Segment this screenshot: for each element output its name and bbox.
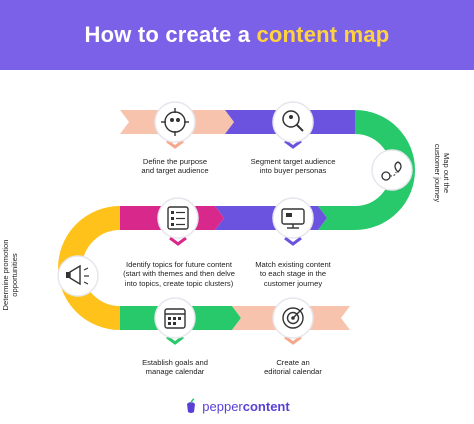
target-arrow-icon — [272, 297, 314, 339]
caption-define: Define the purpose and target audience — [141, 157, 209, 176]
caption-identify: Identify topics for future content (star… — [123, 260, 235, 288]
chevron-match — [284, 236, 302, 246]
chevron-create — [284, 335, 302, 345]
caption-map: Map out the customer journey — [433, 143, 451, 203]
chevron-segment — [284, 139, 302, 149]
caption-segment: Segment target audience into buyer perso… — [250, 157, 336, 176]
process-flow — [57, 101, 415, 345]
caption-match: Match existing content to each stage in … — [255, 260, 331, 288]
band-green-middle — [318, 206, 355, 230]
chevron-establish — [166, 335, 184, 345]
header-banner: How to create a content map — [0, 0, 474, 70]
target-people-icon — [154, 101, 196, 143]
page-title: How to create a content map — [85, 22, 390, 48]
checklist-icon — [157, 197, 199, 239]
journey-pin-icon — [371, 149, 413, 191]
monitor-content-icon — [272, 197, 314, 239]
pepper-logo-icon — [187, 398, 196, 413]
megaphone-icon — [57, 255, 99, 297]
magnifier-people-icon — [272, 101, 314, 143]
chevron-define — [166, 139, 184, 149]
title-highlight: content map — [256, 22, 390, 47]
chevron-identify — [169, 236, 187, 246]
footer-brand: peppercontent — [0, 392, 474, 420]
caption-create: Create an editorial calendar — [264, 358, 322, 377]
brand-name: peppercontent — [202, 398, 290, 414]
caption-promote: Determine promotion opportunities — [1, 239, 19, 311]
title-prefix: How to create a — [84, 22, 257, 47]
caption-establish: Establish goals and manage calendar — [142, 358, 208, 377]
calendar-icon — [154, 297, 196, 339]
